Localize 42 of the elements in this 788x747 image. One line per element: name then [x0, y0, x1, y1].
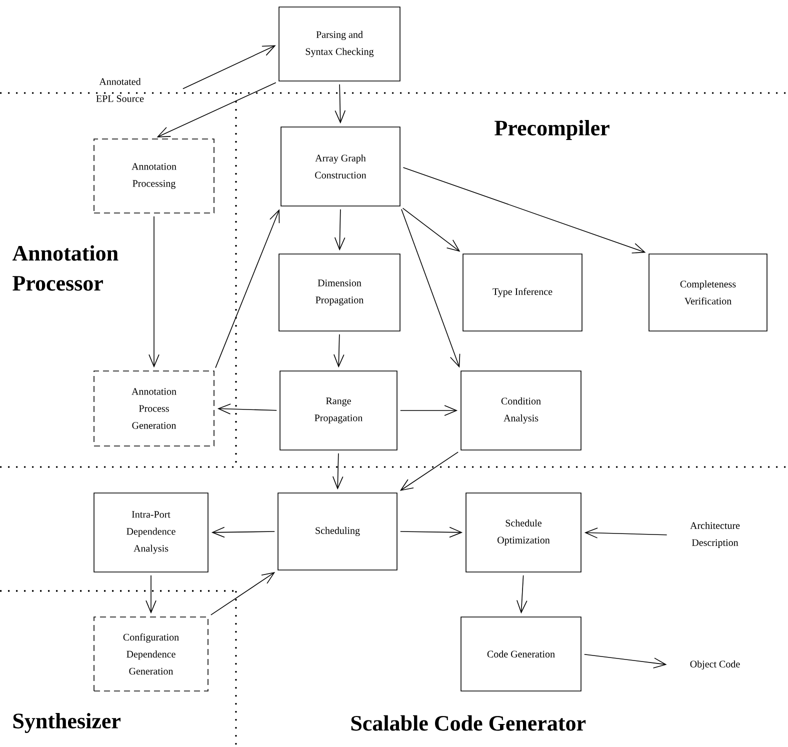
- arrow: [401, 208, 460, 368]
- process-box: Type Inference: [462, 254, 582, 332]
- arrow: [156, 82, 276, 138]
- region-title: Precompiler: [494, 120, 610, 140]
- arrow: [146, 574, 156, 614]
- arrow: [215, 209, 280, 368]
- process-box: Schedule Optimization: [466, 492, 582, 572]
- process-box: Dimension Propagation: [278, 254, 400, 332]
- dashed-process-box: Annotation Processing: [94, 138, 214, 214]
- arrow: [148, 216, 160, 368]
- region-title: Scalable Code Generator: [351, 715, 586, 731]
- arrow: [516, 574, 528, 614]
- text-label: Annotated EPL Source: [96, 78, 144, 102]
- arrow: [334, 334, 344, 368]
- process-box: Completeness Verification: [648, 254, 768, 332]
- arrow: [334, 208, 346, 251]
- arrow: [211, 526, 275, 538]
- arrow: [332, 452, 344, 490]
- region-title: Synthesizer: [13, 712, 120, 733]
- process-box: Scheduling: [278, 492, 398, 570]
- process-box: Range Propagation: [280, 370, 398, 450]
- arrow: [402, 208, 460, 252]
- process-box: Parsing and Syntax Checking: [278, 6, 400, 82]
- dashed-process-box: Configuration Dependence Generation: [94, 616, 208, 692]
- arrow: [182, 45, 276, 90]
- arrow: [400, 452, 458, 491]
- text-label: Object Code: [690, 660, 740, 670]
- arrow: [400, 405, 458, 416]
- arrow: [217, 404, 277, 414]
- region-title: Annotation Processor: [12, 245, 118, 291]
- process-box: Code Generation: [460, 616, 582, 692]
- text-label: Architecture Description: [690, 522, 740, 548]
- arrow: [584, 528, 668, 538]
- process-box: Array Graph Construction: [280, 126, 400, 206]
- dashed-process-box: Annotation Process Generation: [94, 370, 214, 446]
- process-box: Condition Analysis: [460, 370, 582, 450]
- arrow: [400, 526, 463, 538]
- arrow: [402, 167, 646, 254]
- arrow: [210, 572, 276, 616]
- arrow: [334, 84, 346, 124]
- process-box: Intra-Port Dependence Analysis: [94, 492, 208, 572]
- arrow: [584, 654, 667, 668]
